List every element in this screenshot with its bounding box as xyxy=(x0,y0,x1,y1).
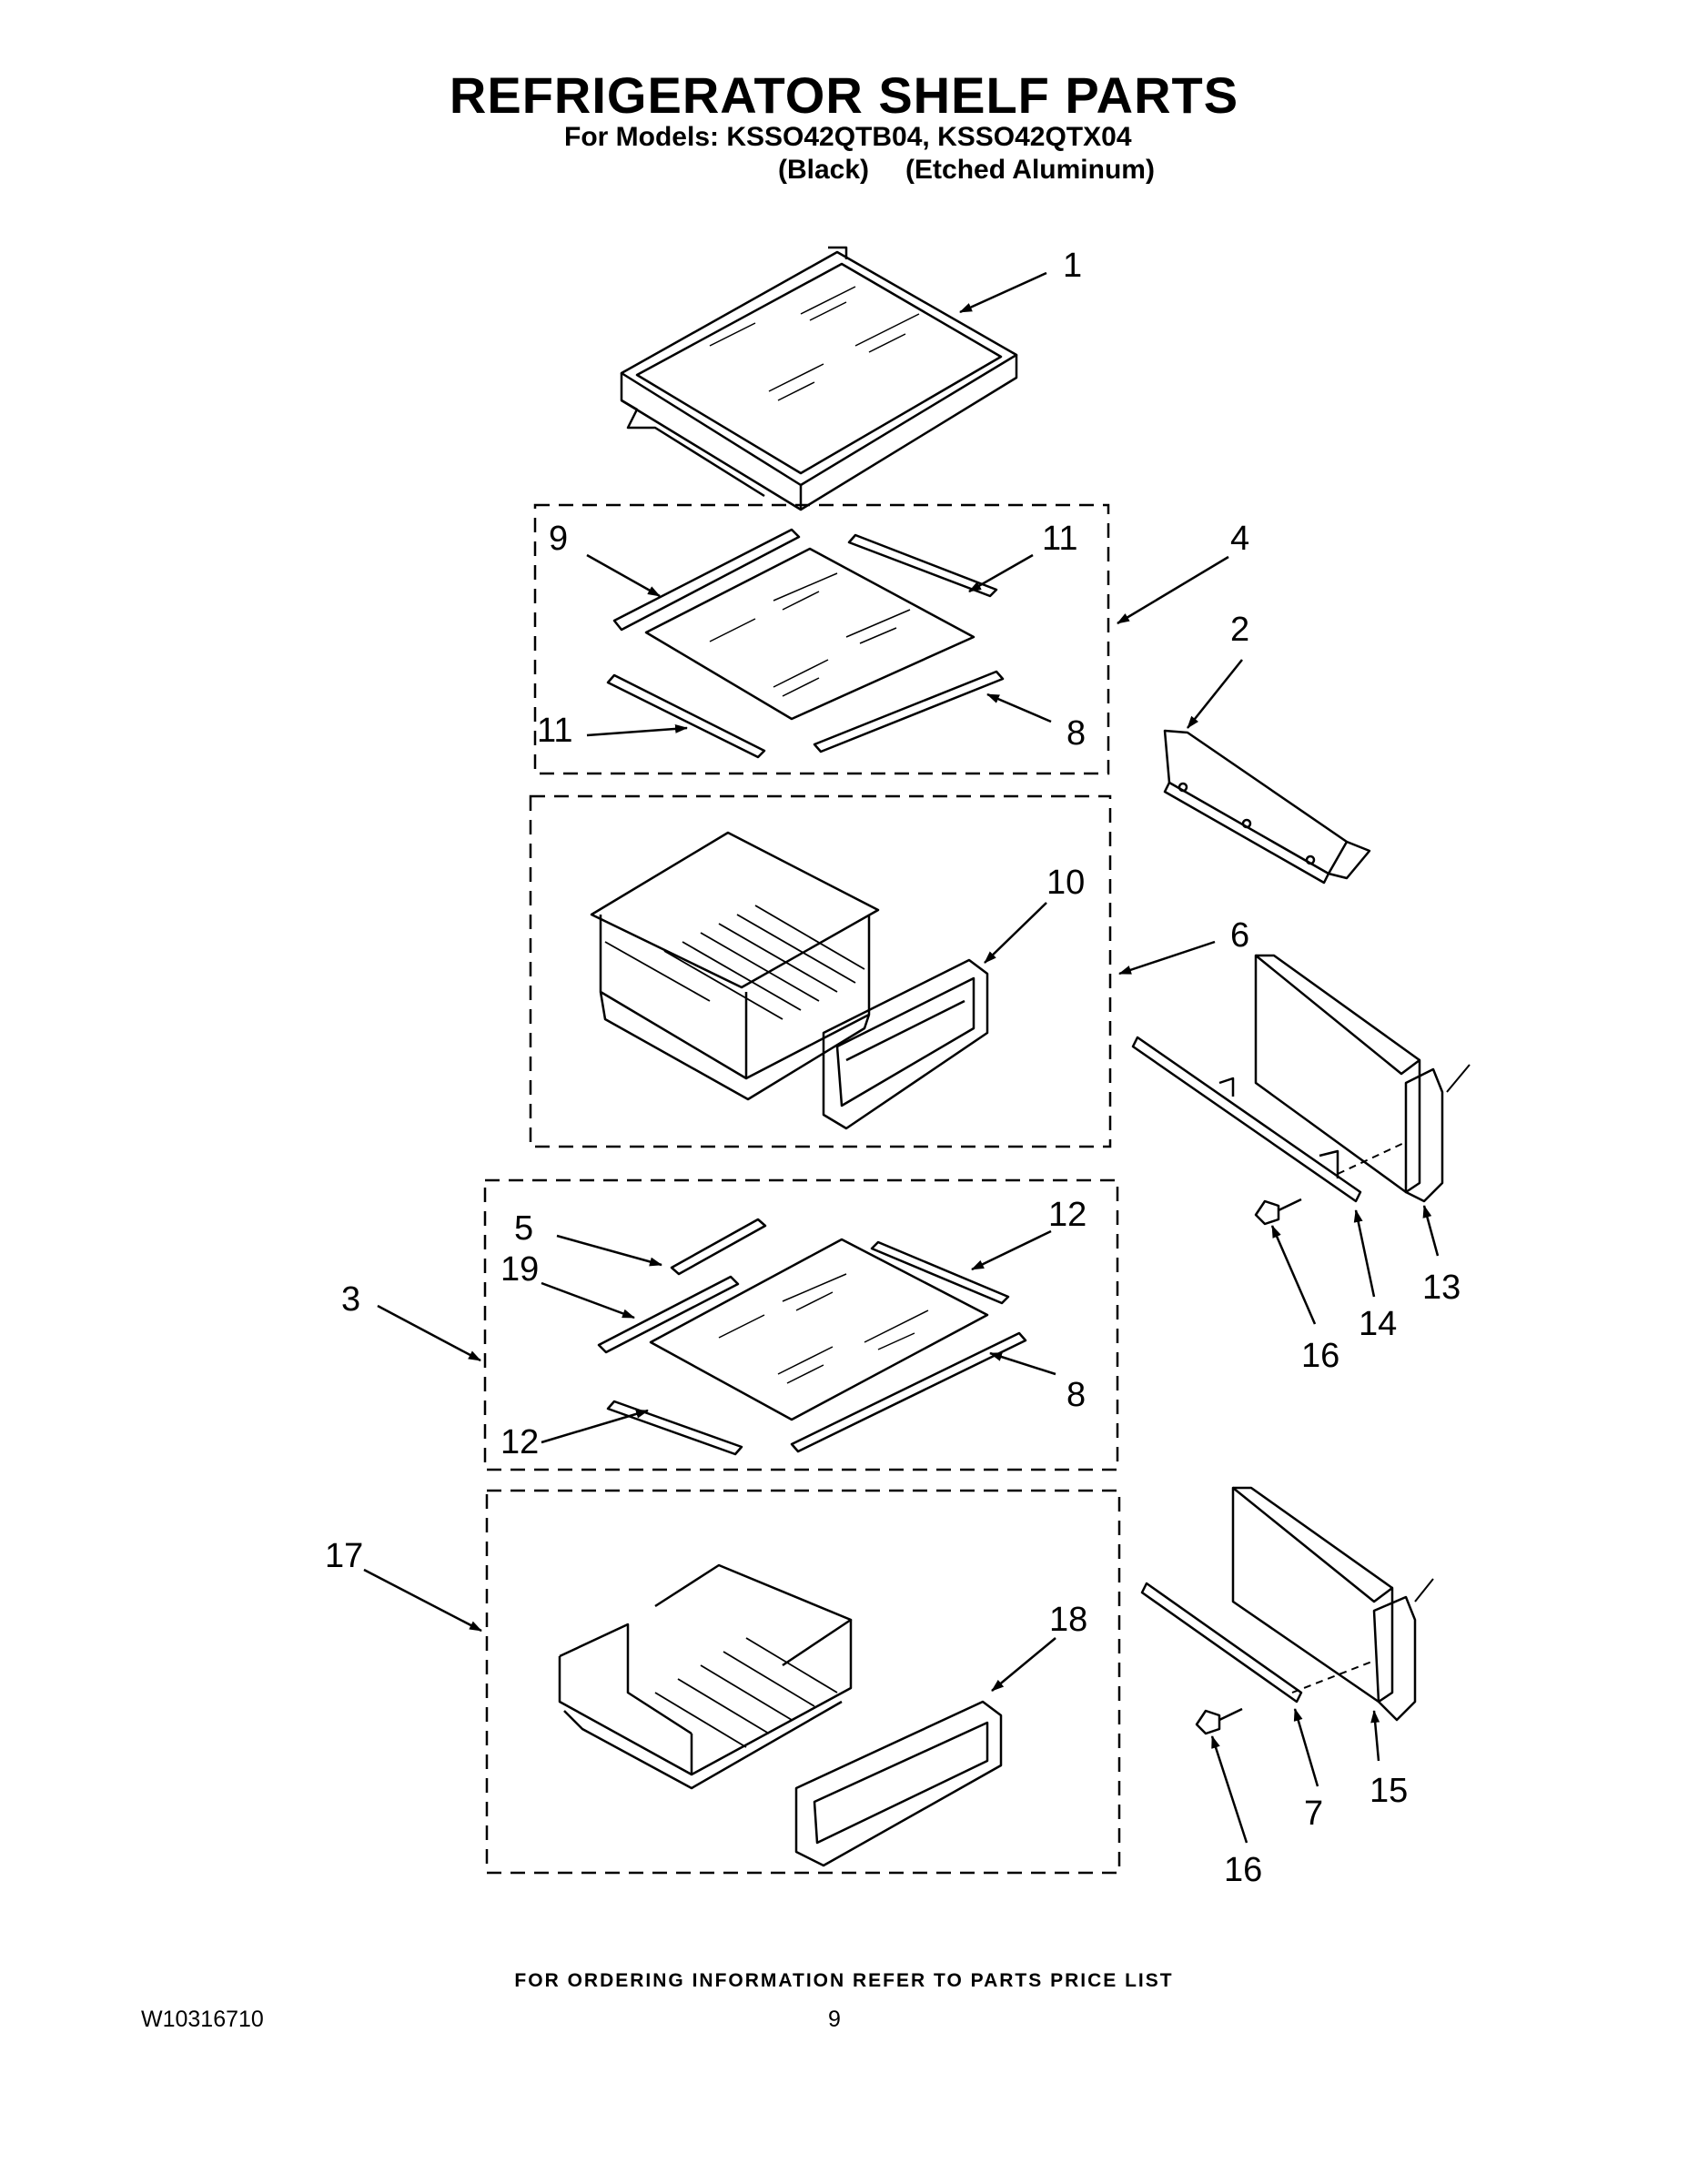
document-number: W10316710 xyxy=(141,2007,264,2032)
callout-15: 15 xyxy=(1370,1772,1408,1810)
callout-labels: 1 9 11 4 2 11 8 10 6 5 12 19 3 8 12 13 1… xyxy=(325,247,1461,1889)
callout-10: 10 xyxy=(1046,864,1085,902)
glass-panel-and-trims-group-3 xyxy=(597,1218,1027,1456)
callout-19: 19 xyxy=(500,1250,539,1289)
crisper-drawer-group-17 xyxy=(558,1563,853,1790)
shelf-assembly-4-box xyxy=(533,503,1110,775)
model-variants: (Black) (Etched Aluminum) xyxy=(778,155,1191,186)
callout-17: 17 xyxy=(325,1537,363,1575)
crisper-assembly-17-box xyxy=(485,1489,1121,1875)
callout-8-lower: 8 xyxy=(1066,1376,1086,1414)
callout-6: 6 xyxy=(1230,916,1249,955)
slide-and-cover-parts-13-14 xyxy=(1131,954,1471,1226)
models-line: For Models: KSSO42QTB04, KSSO42QTX04 xyxy=(564,122,1132,152)
page-number: 9 xyxy=(828,2007,841,2032)
callout-8-upper: 8 xyxy=(1066,714,1086,753)
callout-16-lower: 16 xyxy=(1224,1851,1262,1889)
shelf-assembly-3-box xyxy=(483,1178,1119,1471)
variant-etched-aluminum: (Etched Aluminum) xyxy=(905,155,1155,185)
callout-arrows xyxy=(363,271,1440,1844)
drawer-front-part-18 xyxy=(794,1700,1003,1867)
callout-16-upper: 16 xyxy=(1301,1337,1339,1375)
crisper-drawer-group-6 xyxy=(590,831,880,1101)
callout-3: 3 xyxy=(341,1280,360,1319)
callout-11-lower: 11 xyxy=(537,712,572,750)
ordering-note: FOR ORDERING INFORMATION REFER TO PARTS … xyxy=(514,1970,1174,1991)
callout-12-lower: 12 xyxy=(500,1423,539,1461)
drawer-front-part-10 xyxy=(822,958,989,1130)
callout-12-upper: 12 xyxy=(1048,1196,1087,1234)
callout-18: 18 xyxy=(1049,1601,1087,1639)
crisper-assembly-6-box xyxy=(529,794,1112,1148)
callout-13: 13 xyxy=(1422,1269,1461,1307)
callout-7: 7 xyxy=(1304,1795,1323,1833)
slide-and-cover-parts-15-7 xyxy=(1140,1486,1434,1735)
callout-11-upper: 11 xyxy=(1042,520,1077,558)
callout-5: 5 xyxy=(514,1209,533,1248)
channel-part-2 xyxy=(1163,729,1371,885)
glass-panel-and-trims-group-4 xyxy=(606,528,1005,759)
glass-shelf-part-1 xyxy=(620,246,1018,511)
callout-4: 4 xyxy=(1230,520,1249,558)
page-title: REFRIGERATOR SHELF PARTS xyxy=(449,66,1239,124)
callout-1: 1 xyxy=(1063,247,1082,285)
callout-9: 9 xyxy=(549,520,568,558)
variant-black: (Black) xyxy=(778,155,870,185)
callout-14: 14 xyxy=(1359,1305,1397,1343)
callout-2: 2 xyxy=(1230,611,1249,649)
